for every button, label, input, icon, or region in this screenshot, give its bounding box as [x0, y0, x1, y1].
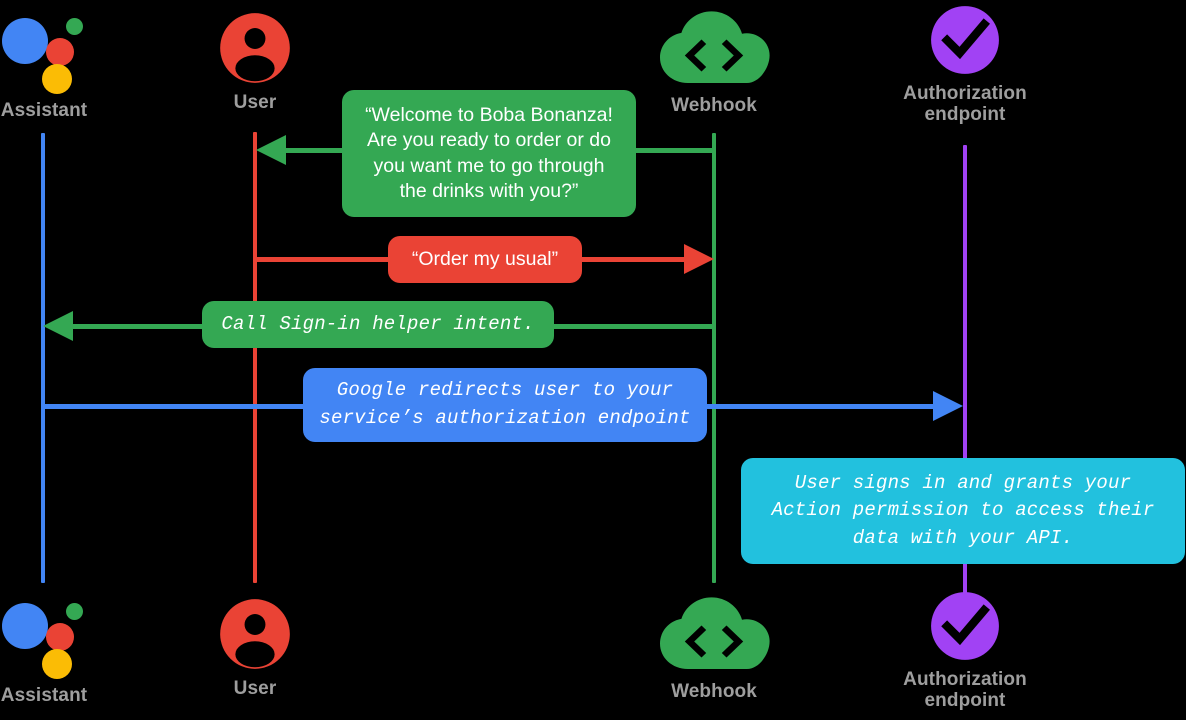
- actor-user-bottom: User: [155, 596, 355, 699]
- message-bubble-welcome: “Welcome to Boba Bonanza! Are you ready …: [342, 90, 636, 217]
- message-line-order-right: [580, 257, 684, 262]
- message-line-call-signin-left: [73, 324, 205, 329]
- message-line-google-redirects-left: [41, 404, 307, 409]
- cloud-code-icon-bottom: [660, 597, 770, 669]
- actor-auth-endpoint-top: Authorization endpoint: [865, 3, 1065, 126]
- actor-label-assistant-bottom: Assistant: [0, 685, 88, 706]
- actor-webhook-top: Webhook: [614, 9, 814, 116]
- user-avatar-icon-bottom: [220, 599, 290, 669]
- message-line-call-signin-right: [550, 324, 714, 329]
- message-text-order-my-usual: “Order my usual”: [411, 247, 559, 270]
- note-bubble-user-signs-in: User signs in and grants your Action per…: [741, 458, 1185, 564]
- message-text-call-signin-helper: Call Sign-in helper intent.: [221, 312, 535, 335]
- user-avatar-icon: [220, 13, 290, 83]
- note-text-user-signs-in: User signs in and grants your Action per…: [771, 471, 1155, 549]
- message-line-welcome: [636, 148, 714, 153]
- arrow-head-call-signin-helper: [43, 311, 73, 341]
- message-text-welcome: “Welcome to Boba Bonanza! Are you ready …: [365, 103, 613, 202]
- actor-auth-endpoint-bottom: Authorization endpoint: [865, 589, 1065, 712]
- actor-label-auth-endpoint-bottom: Authorization endpoint: [903, 669, 1027, 712]
- actor-label-assistant: Assistant: [0, 100, 88, 121]
- arrow-head-welcome: [256, 135, 286, 165]
- actor-assistant-bottom: Assistant: [0, 595, 144, 706]
- lifeline-auth-endpoint: [963, 145, 967, 595]
- lifeline-user: [253, 132, 257, 583]
- actor-label-user-bottom: User: [233, 678, 277, 699]
- google-assistant-icon: [2, 10, 86, 94]
- arrow-head-google-redirects: [933, 391, 963, 421]
- actor-label-webhook: Webhook: [671, 95, 757, 116]
- actor-assistant-top: Assistant: [0, 10, 144, 121]
- actor-label-user: User: [233, 92, 277, 113]
- actor-user-top: User: [155, 10, 355, 113]
- message-bubble-google-redirects: Google redirects user to your service’s …: [303, 368, 707, 442]
- message-text-google-redirects: Google redirects user to your service’s …: [319, 379, 691, 429]
- google-assistant-icon-bottom: [2, 595, 86, 679]
- message-line-google-redirects-right: [703, 404, 933, 409]
- arrow-head-order-my-usual: [684, 244, 714, 274]
- actor-label-webhook-bottom: Webhook: [671, 681, 757, 702]
- lifeline-webhook: [712, 133, 716, 583]
- actor-webhook-bottom: Webhook: [614, 595, 814, 702]
- purple-check-circle-icon: [931, 6, 999, 74]
- message-line-welcome-stub: [286, 148, 344, 153]
- message-bubble-order-my-usual: “Order my usual”: [388, 236, 582, 283]
- cloud-code-icon: [660, 11, 770, 83]
- purple-check-circle-icon-bottom: [931, 592, 999, 660]
- message-line-order-left: [254, 257, 390, 262]
- lifeline-assistant: [41, 133, 45, 583]
- actor-label-auth-endpoint: Authorization endpoint: [903, 83, 1027, 126]
- message-bubble-call-signin-helper: Call Sign-in helper intent.: [202, 301, 554, 348]
